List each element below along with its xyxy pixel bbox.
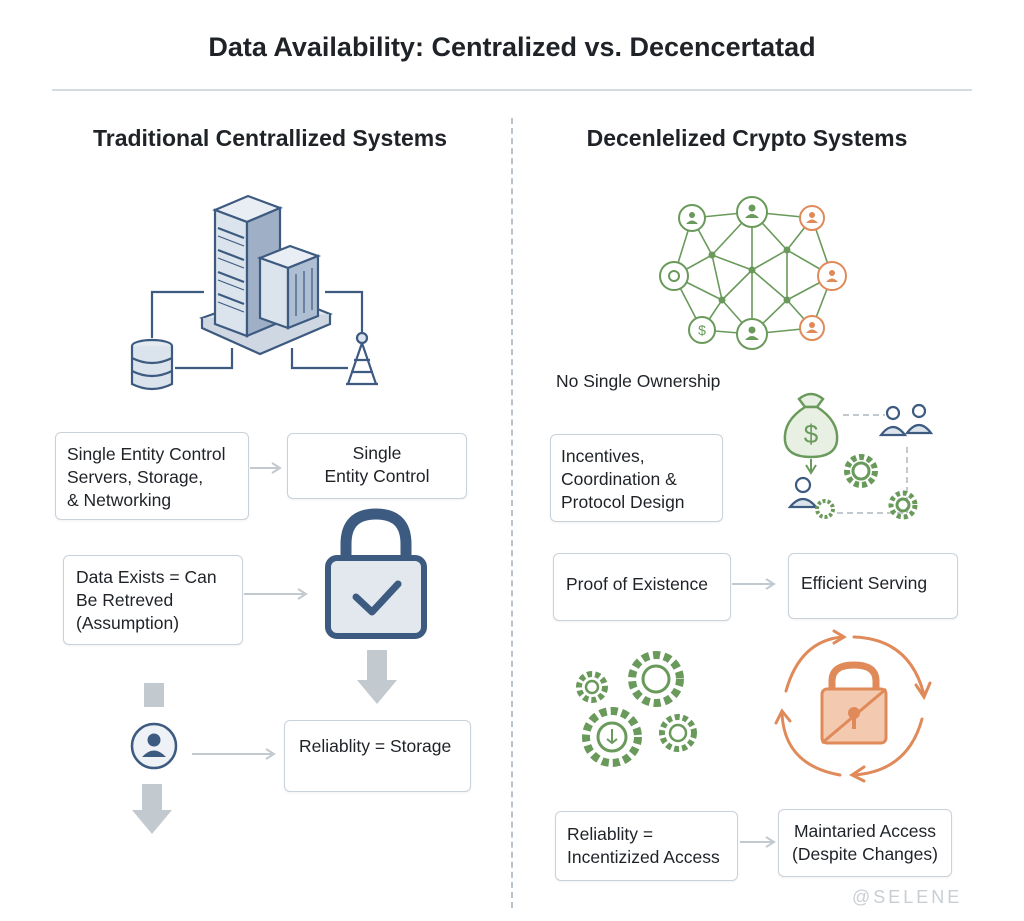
arrow-right-icon <box>250 462 282 474</box>
gears-icon <box>576 651 697 767</box>
arrow-right-icon <box>732 578 776 590</box>
arrow-right-icon <box>192 748 276 760</box>
maintained-access-text: Maintaried Access (Despite Changes) <box>792 821 938 864</box>
efficient-serving-text: Efficient Serving <box>801 573 928 593</box>
dash-bar-icon <box>144 683 164 707</box>
column-divider <box>511 118 513 908</box>
svg-text:$: $ <box>698 322 706 338</box>
svg-text:$: $ <box>804 419 819 449</box>
left-heading: Traditional Centrallized Systems <box>92 125 448 151</box>
no-single-ownership-label: No Single Ownership <box>556 371 721 391</box>
arrow-down-icon <box>132 784 172 834</box>
reliability-storage-box: Reliablity = Storage <box>284 720 471 792</box>
lock-check-icon <box>325 508 427 639</box>
reliability-incentivized-box: Reliablity = Incentizized Access <box>555 811 738 881</box>
incentives-box: Incentives, Coordination & Protocol Desi… <box>550 434 723 522</box>
server-icon <box>130 194 378 391</box>
incentive-cluster-icon: $ <box>783 392 934 520</box>
data-exists-text: Data Exists = Can Be Retreved (Assumptio… <box>76 567 217 633</box>
reliability-incentivized-text: Reliablity = Incentizized Access <box>567 824 720 867</box>
incentives-text: Incentives, Coordination & Protocol Desi… <box>561 446 685 512</box>
single-entity-control-result-box: Single Entity Control <box>287 433 467 499</box>
title-divider <box>52 89 972 91</box>
maintained-access-box: Maintaried Access (Despite Changes) <box>778 809 952 877</box>
right-heading: Decenlelized Crypto Systems <box>586 125 908 151</box>
proof-of-existence-text: Proof of Existence <box>566 574 709 594</box>
arrow-right-icon <box>244 588 308 600</box>
efficient-serving-box: Efficient Serving <box>788 553 958 619</box>
page-title: Data Availability: Centralized vs. Decen… <box>208 32 816 62</box>
arrow-down-icon <box>357 650 397 704</box>
network-graph-icon: $ <box>659 196 847 350</box>
data-exists-box: Data Exists = Can Be Retreved (Assumptio… <box>63 555 243 645</box>
watermark: @SELENE <box>852 887 963 907</box>
single-entity-control-result-text: Single Entity Control <box>324 443 430 486</box>
single-entity-control-text: Single Entity Control Servers, Storage, … <box>67 444 226 510</box>
reliability-storage-text: Reliablity = Storage <box>299 736 452 756</box>
arrow-right-icon <box>740 836 776 848</box>
single-entity-control-box: Single Entity Control Servers, Storage, … <box>55 432 249 520</box>
lock-cycle-icon <box>774 629 932 783</box>
proof-of-existence-box: Proof of Existence <box>553 553 731 621</box>
user-icon <box>130 722 178 770</box>
